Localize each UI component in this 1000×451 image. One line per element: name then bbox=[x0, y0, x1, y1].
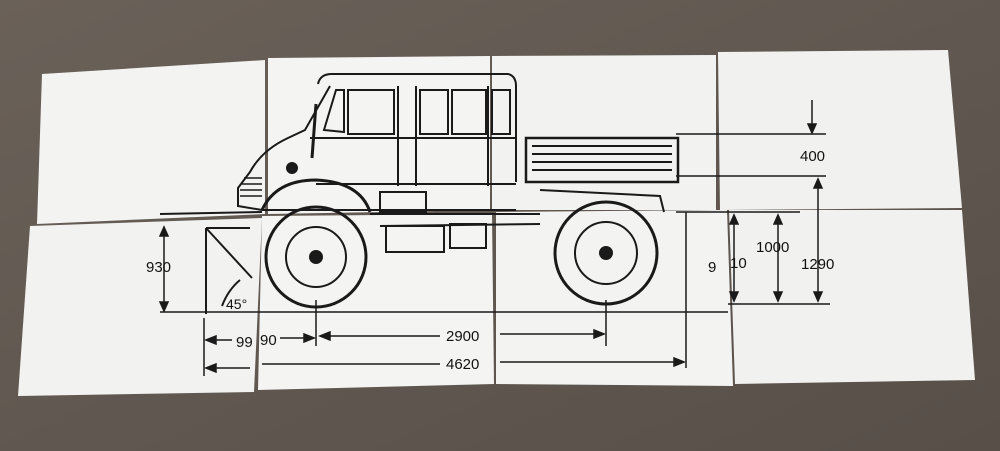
paper-sheets bbox=[18, 50, 975, 396]
window-4 bbox=[491, 89, 511, 135]
window-1 bbox=[347, 89, 395, 135]
sheet-bot-1 bbox=[18, 218, 262, 396]
headlight bbox=[286, 162, 298, 174]
label-front-overhang-b: 90 bbox=[260, 332, 277, 349]
window-3 bbox=[451, 89, 487, 135]
label-total-height: 1290 bbox=[801, 256, 834, 273]
approach-angle-arc bbox=[221, 279, 241, 307]
mirror-arm bbox=[310, 103, 318, 159]
approach-angle-lines bbox=[205, 227, 253, 314]
label-front-overhang-a: 99 bbox=[236, 334, 253, 351]
sheet-top-4 bbox=[718, 50, 962, 210]
air-tank bbox=[449, 223, 487, 249]
cargo-bed-slats bbox=[532, 145, 672, 171]
cab-roof bbox=[317, 73, 517, 182]
sheet-bot-4 bbox=[729, 210, 975, 384]
label-wheelbase: 2900 bbox=[446, 328, 479, 345]
sheet-top-1 bbox=[37, 60, 265, 224]
sheet-bot-3 bbox=[496, 210, 733, 386]
windshield bbox=[322, 89, 345, 134]
label-partial-right: 10 bbox=[730, 255, 747, 272]
label-bed-height: 400 bbox=[800, 148, 825, 165]
label-approach-angle: 45° bbox=[226, 296, 247, 312]
cab-body bbox=[237, 85, 516, 211]
label-overall-length: 4620 bbox=[446, 356, 479, 373]
label-ground-to-bumper: 930 bbox=[146, 259, 171, 276]
dimension-lines bbox=[158, 100, 830, 376]
window-2 bbox=[419, 89, 449, 135]
front-fender bbox=[260, 178, 372, 213]
grille bbox=[240, 177, 262, 197]
fuel-tank bbox=[385, 225, 445, 253]
cargo-bed bbox=[524, 136, 680, 184]
label-frame-height: 1000 bbox=[756, 239, 789, 256]
dimension-labels: 400 1290 1000 9 10 930 45° 99 90 2900 46… bbox=[146, 148, 834, 373]
truck-drawing bbox=[159, 73, 680, 314]
label-partial-left: 9 bbox=[708, 259, 716, 276]
front-bumper bbox=[159, 211, 263, 215]
sheet-top-3 bbox=[492, 55, 716, 210]
engine-block bbox=[379, 191, 427, 213]
